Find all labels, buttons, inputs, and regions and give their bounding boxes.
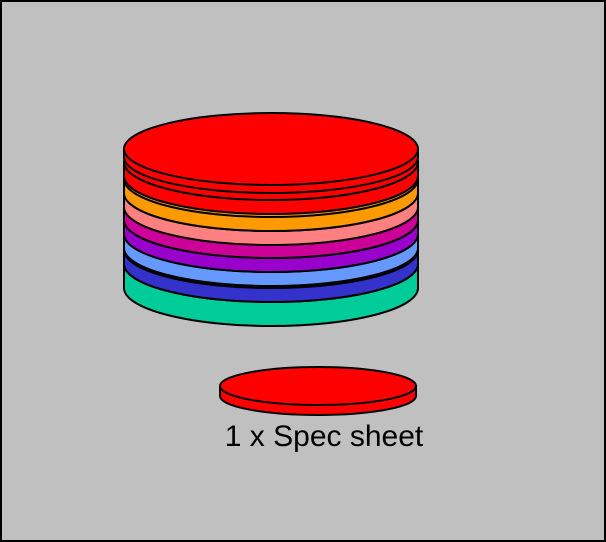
- disc-stack: [123, 112, 419, 327]
- stack-top-disc-top: [123, 112, 419, 186]
- stack-top-disc: [123, 112, 419, 194]
- small-disc-layer-top: [219, 366, 417, 406]
- caption-label: 1 x Spec sheet: [225, 420, 424, 453]
- small-disc-layer: [219, 366, 417, 416]
- single-spec-sheet-disc: [219, 366, 417, 416]
